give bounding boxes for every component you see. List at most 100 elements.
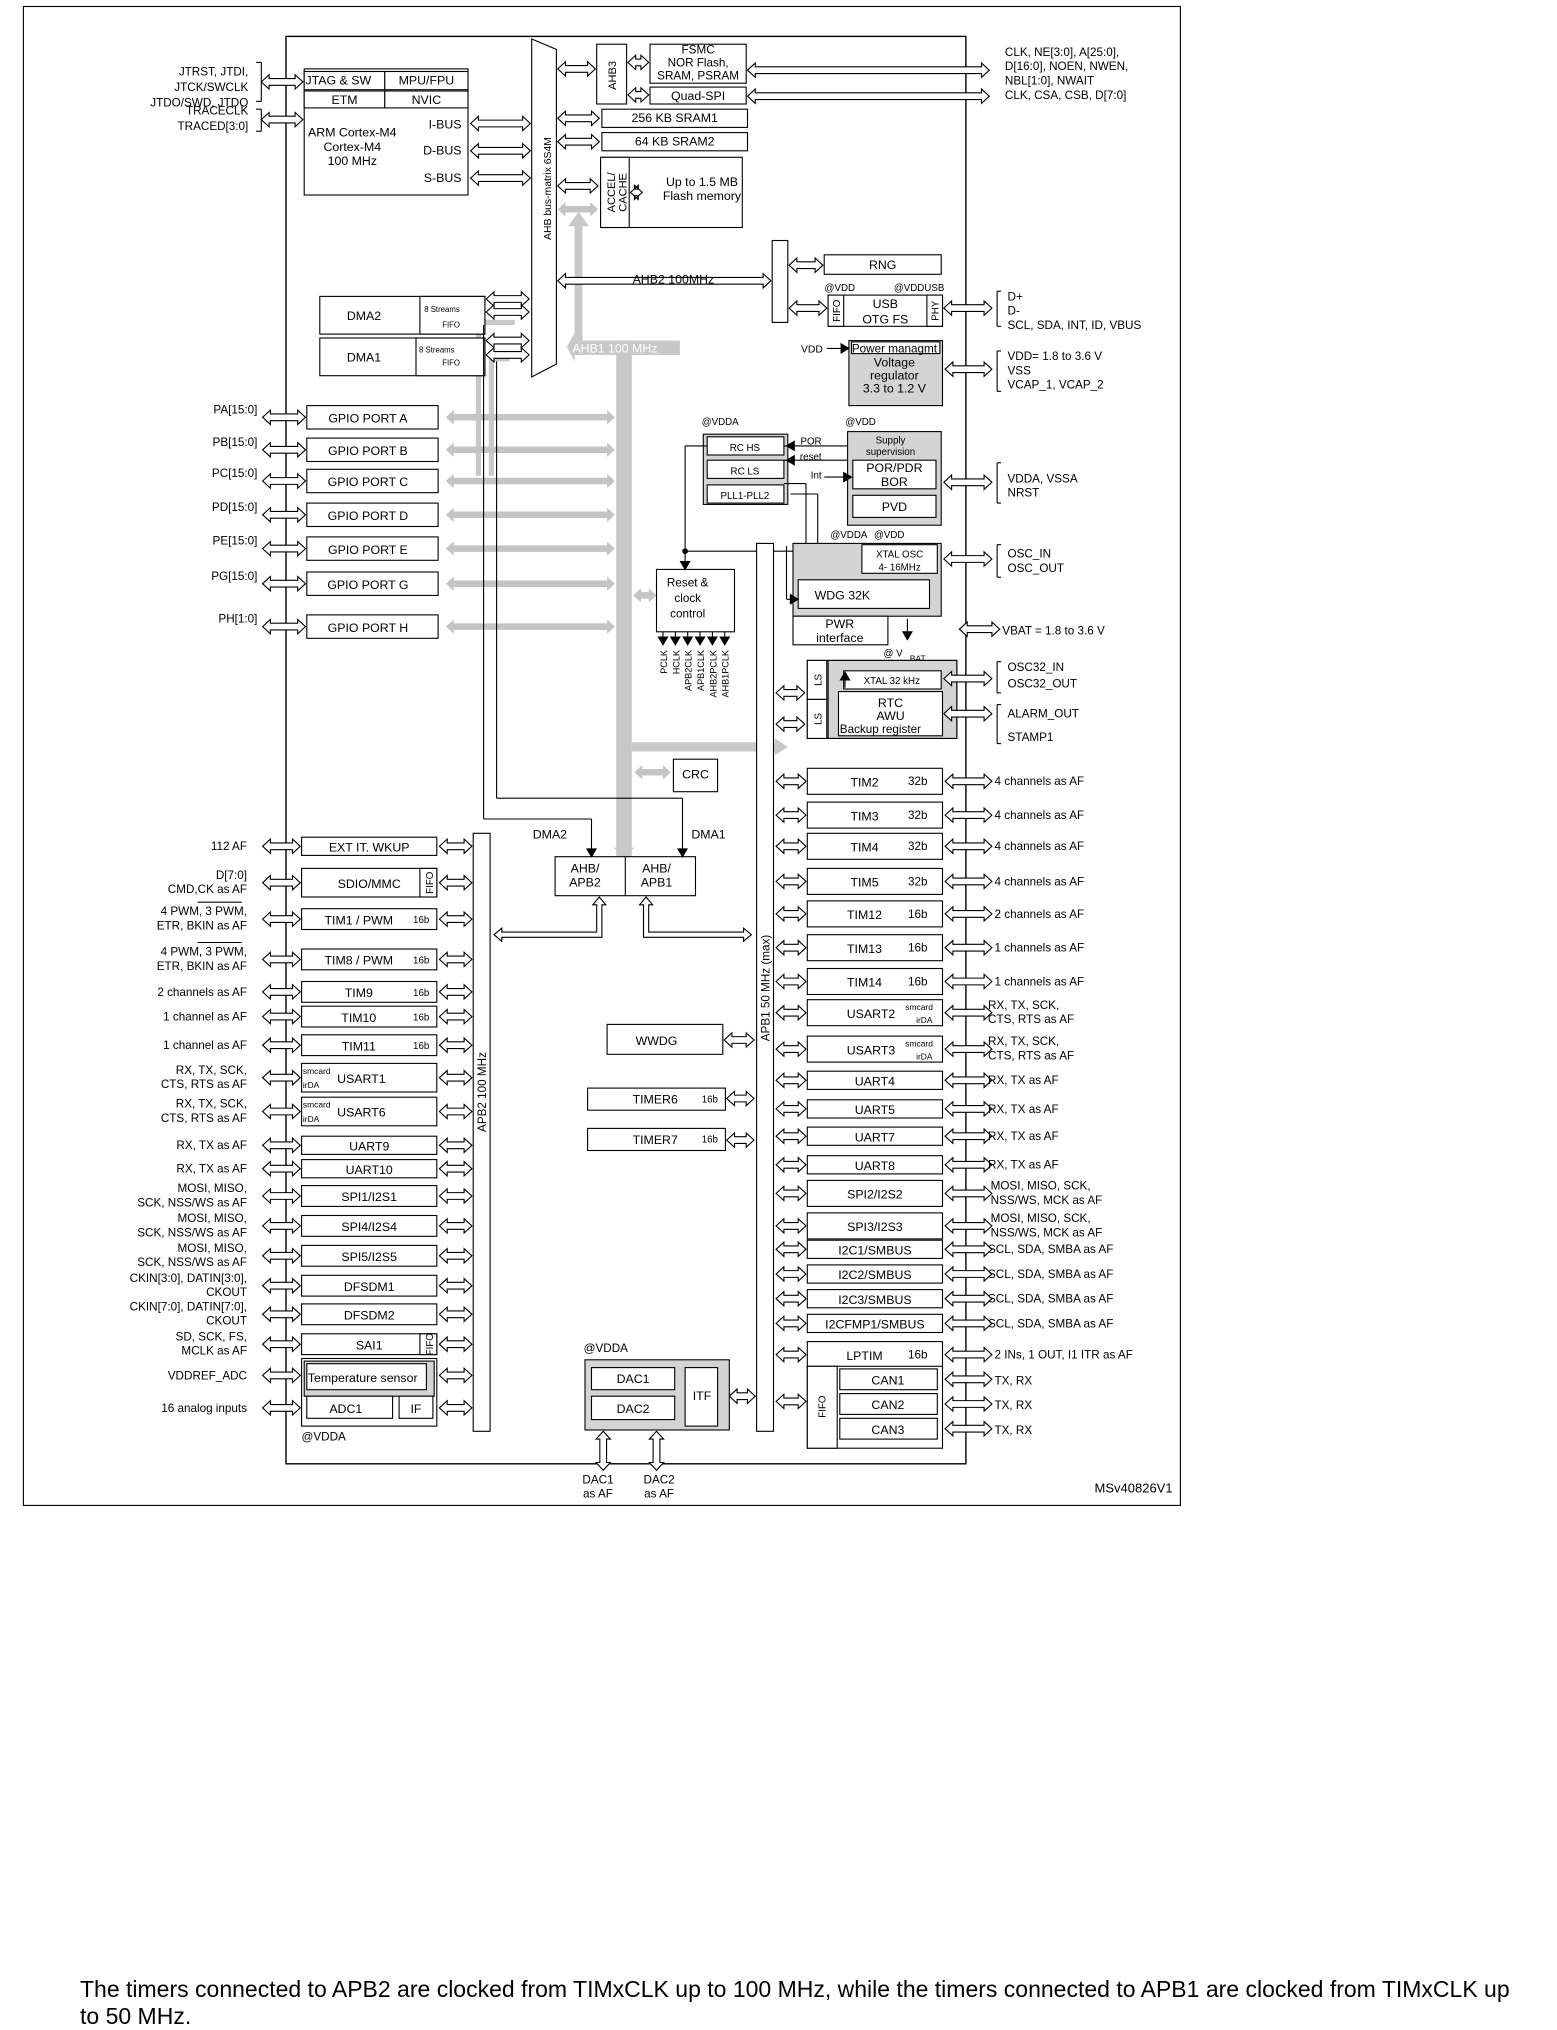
- xtal32-label: XTAL 32 kHz: [864, 676, 920, 687]
- ahb-apb2-label: AHB/: [571, 861, 600, 875]
- rc-ls-block: [706, 459, 785, 479]
- arrowhead-icon: [843, 471, 853, 483]
- apb1-bits-label: 16b: [908, 975, 928, 988]
- apb1-bits-label: 32b: [908, 809, 928, 822]
- apb2-af-label: CKOUT: [206, 1315, 247, 1328]
- timer6-bits-label: 16b: [702, 1094, 719, 1105]
- adc-pin-arrow-1: [261, 1366, 302, 1384]
- arrowhead-icon: [706, 636, 718, 646]
- apb1-peripheral-label: TIM12: [847, 908, 882, 922]
- gpio-port-label: GPIO PORT G: [327, 578, 408, 592]
- apb2-peripheral-arrow: [438, 1277, 473, 1295]
- apb2-af-arrow: [261, 1187, 302, 1205]
- timer6-block: [587, 1087, 726, 1111]
- reset-clock-label: control: [670, 608, 705, 621]
- usb-label: OTG FS: [862, 313, 908, 327]
- power-pins-arrow: [944, 360, 993, 378]
- clock-output-label: AHB2PCLK: [708, 650, 718, 698]
- apb2-af-label: D[7:0]: [216, 869, 247, 882]
- fsmc-pins-arrow: [746, 61, 991, 79]
- supply-vdd-label: @VDD: [845, 417, 875, 428]
- apb2-peripheral-block: [301, 1005, 438, 1028]
- clock-output-label: PCLK: [659, 650, 669, 674]
- gpio-pin-label: PE[15:0]: [213, 535, 258, 548]
- apb1-af-label: 4 channels as AF: [995, 875, 1085, 888]
- apb2-peripheral-arrow: [438, 1247, 473, 1265]
- vbat-sub-label: BAT: [910, 654, 926, 664]
- apb2-peripheral-label: DFSDM1: [344, 1280, 395, 1294]
- apb1-af-label: MOSI, MISO, SCK,: [991, 1180, 1091, 1193]
- rtc-ls-arrow-1: [775, 684, 806, 702]
- usb-fifo-label: FIFO: [832, 299, 843, 322]
- gpio-port-label: GPIO PORT E: [328, 543, 408, 557]
- qspi-pin-label: CLK, CSA, CSB, D[7:0]: [1005, 89, 1126, 102]
- apb2-peripheral-arrow: [438, 1069, 473, 1087]
- apb2-peripheral-arrow: [438, 837, 473, 855]
- rtc-ls-label: LS: [814, 673, 825, 685]
- power-title-block: [850, 341, 941, 355]
- rng-label: RNG: [869, 258, 896, 272]
- apb1-peripheral-label: USART2: [847, 1007, 896, 1021]
- apb2-af-label: 4 PWM, 3 PWM,: [161, 946, 247, 959]
- apb1-bits-label: 32b: [908, 840, 928, 853]
- apb2-af-label: RX, TX as AF: [176, 1163, 247, 1176]
- usb-fifo-block: [827, 294, 845, 327]
- apb1-bits-label: 32b: [908, 775, 928, 788]
- dma2-gray-bus: [475, 319, 481, 476]
- gpio-port-block: [306, 468, 439, 494]
- apb2-peripheral-block: [301, 1303, 438, 1326]
- can-block: [839, 1417, 938, 1440]
- ahb-bus-matrix: [531, 38, 557, 378]
- wdg-label: WDG 32K: [815, 588, 871, 602]
- ahb1-rtc-arrowhead: [774, 738, 788, 756]
- fsmc-pin-label: NBL[1:0], NWAIT: [1005, 75, 1094, 88]
- apb2-bits-label: 16b: [413, 988, 430, 999]
- arrowhead-icon: [585, 848, 598, 858]
- dac-apb1-arrow: [728, 1387, 757, 1405]
- gpio-port-label: GPIO PORT A: [328, 412, 408, 426]
- apb1-af-arrow: [944, 1290, 993, 1308]
- dbus-label: D-BUS: [423, 144, 461, 158]
- accel-cache-block: [600, 156, 630, 229]
- dac-vdda-label: @VDDA: [584, 1342, 629, 1355]
- can-af-label: TX, RX: [995, 1424, 1033, 1437]
- quadspi-block: [649, 86, 747, 105]
- apb1-peripheral-label: TIM14: [847, 976, 882, 990]
- gpio-port-block: [306, 614, 439, 639]
- ibus-arrow: [469, 115, 532, 132]
- apb1-bits-label: 16b: [908, 942, 928, 955]
- dma1-fifo-block: [415, 337, 486, 377]
- supply-title-label: supervision: [866, 447, 915, 458]
- apb1-af-arrow: [944, 1071, 993, 1089]
- dbus-arrow: [469, 142, 532, 160]
- qspi-arrow: [627, 86, 650, 104]
- accel-label: ACCEL/: [606, 172, 618, 213]
- apb1-peripheral-arrow: [775, 1004, 807, 1022]
- crc-block: [672, 758, 719, 793]
- fsmc-label: FSMC: [682, 43, 715, 56]
- apb2-af-arrow: [261, 950, 302, 968]
- gpio-port-block: [306, 437, 439, 463]
- gpio-bus-arrow: [445, 410, 615, 425]
- apb1-peripheral-label: SPI3/I2S3: [847, 1220, 903, 1234]
- apb1-peripheral-label: SPI2/I2S2: [847, 1188, 903, 1202]
- apb1-peripheral-label: LPTIM: [846, 1349, 882, 1363]
- apb2-af-arrow: [261, 983, 302, 1001]
- rtc-awu-block: [837, 691, 944, 737]
- sbus-arrow: [469, 169, 532, 187]
- gpio-port-label: GPIO PORT D: [328, 509, 409, 523]
- apb1-af-label: 4 channels as AF: [995, 840, 1085, 853]
- sram1-block: [601, 108, 749, 128]
- apb1-af-arrow: [944, 1184, 993, 1202]
- fsmc-pin-label: CLK, NE[3:0], A[25:0],: [1005, 46, 1119, 59]
- apb2-peripheral-label: USART6: [337, 1106, 386, 1120]
- apb2-peripheral-label: SAI1: [356, 1338, 383, 1352]
- rtc-ls-block-2: [806, 698, 828, 739]
- apb2-af-label: CKIN[7:0], DATIN[7:0],: [130, 1300, 247, 1313]
- apb1-link-arrow: [638, 896, 753, 943]
- apb2-fifo-block: [419, 1333, 438, 1356]
- rc-hs-label: RC HS: [730, 443, 761, 454]
- apb1-peripheral-label: UART8: [855, 1159, 895, 1173]
- dac2-pin-label: DAC2: [644, 1473, 675, 1486]
- apb2-bits-label: 16b: [413, 915, 430, 926]
